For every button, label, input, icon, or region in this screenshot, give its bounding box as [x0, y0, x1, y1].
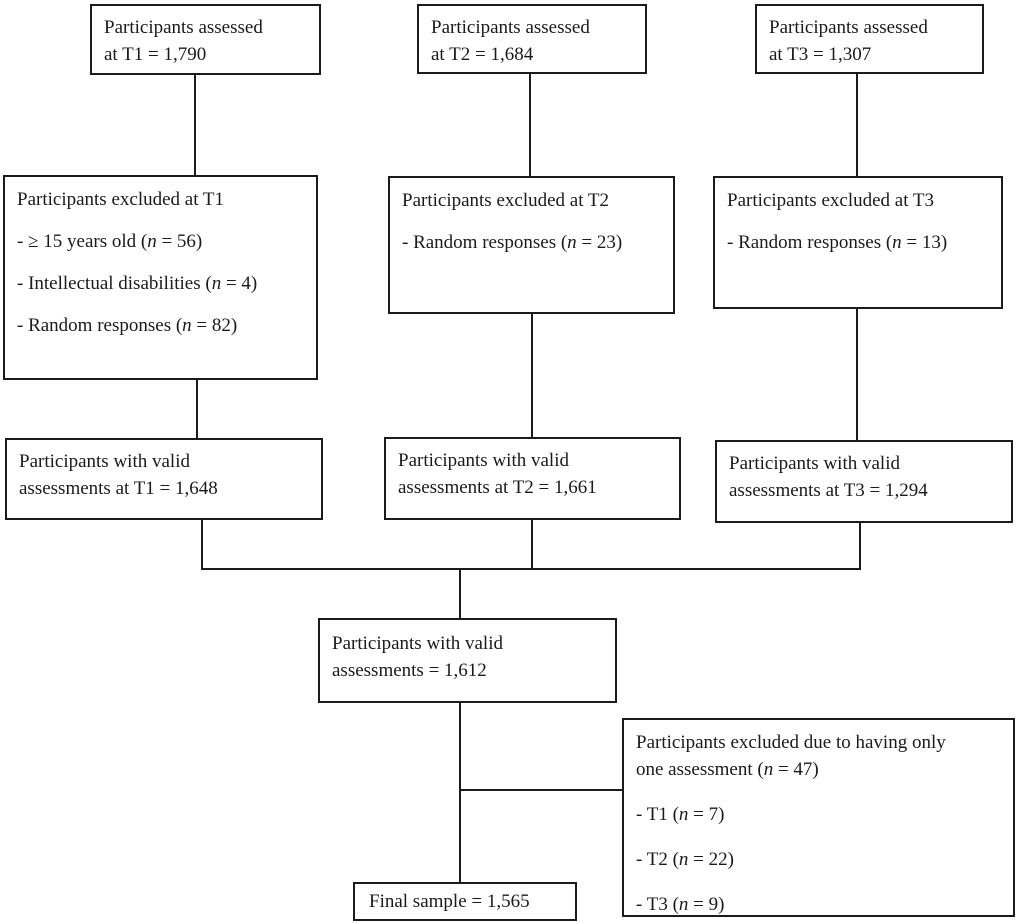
box-excluded-t1: Participants excluded at T1 - ≥ 15 years…	[3, 175, 318, 380]
box-valid-t1: Participants with valid assessments at T…	[5, 438, 323, 520]
connector-valid-t1-down	[201, 519, 203, 570]
assessed-t2-line1: Participants assessed	[431, 17, 590, 38]
box-excluded-t2: Participants excluded at T2 - Random res…	[388, 176, 675, 314]
excluded-t3-title: Participants excluded at T3	[727, 190, 935, 211]
item-n-symbol: n	[147, 231, 157, 252]
valid-t2-line1: Participants with valid	[398, 450, 569, 471]
box-excluded-single-assessment: Participants excluded due to having only…	[622, 718, 1015, 917]
title-n-symbol: n	[763, 759, 774, 780]
single-assessment-title-line1: Participants excluded due to having only	[636, 732, 946, 753]
single-assessment-item-t3: - T3 (n = 9)	[636, 891, 1001, 918]
item-text-pre: - Random responses (	[402, 232, 568, 253]
item-text-post: = 13)	[901, 232, 948, 253]
item-text-post: = 4)	[221, 273, 258, 294]
title-text-post: = 47)	[773, 759, 819, 780]
item-text-post: = 7)	[688, 804, 725, 825]
item-n-symbol: n	[678, 804, 689, 825]
item-text-pre: - ≥ 15 years old (	[17, 231, 148, 252]
single-assessment-item-t2: - T2 (n = 22)	[636, 846, 1001, 873]
item-n-symbol: n	[211, 273, 222, 294]
connector-excluded-t2-to-valid-t2	[531, 313, 533, 438]
connector-excluded-t3-to-valid-t3	[856, 308, 858, 441]
box-assessed-t2: Participants assessed at T2 = 1,684	[417, 4, 647, 74]
connector-assessed-t2-to-excluded-t2	[529, 73, 531, 177]
item-text-pre: - Random responses (	[17, 315, 183, 336]
connector-valid-t2-down	[531, 519, 533, 570]
box-valid-t2: Participants with valid assessments at T…	[384, 437, 681, 520]
assessed-t3-line2: at T3 = 1,307	[769, 44, 872, 65]
box-assessed-t1: Participants assessed at T1 = 1,790	[90, 4, 321, 75]
excluded-t2-item-random: - Random responses (n = 23)	[402, 229, 661, 256]
connector-join-horizontal	[201, 568, 861, 570]
connector-branch-to-single-assessment	[459, 789, 623, 791]
box-excluded-t3: Participants excluded at T3 - Random res…	[713, 176, 1003, 309]
item-n-symbol: n	[678, 894, 689, 915]
box-final-sample: Final sample = 1,565	[353, 882, 577, 921]
single-assessment-title-line2: one assessment (n = 47)	[636, 756, 1001, 783]
assessed-t1-line1: Participants assessed	[104, 17, 263, 38]
single-assessment-item-t1: - T1 (n = 7)	[636, 801, 1001, 828]
valid-t3-line2: assessments at T3 = 1,294	[729, 480, 928, 501]
box-valid-merged: Participants with valid assessments = 1,…	[318, 618, 617, 703]
item-text-pre: - T1 (	[636, 804, 679, 825]
assessed-t1-line2: at T1 = 1,790	[104, 44, 207, 65]
item-text-pre: - T3 (	[636, 894, 679, 915]
assessed-t2-line2: at T2 = 1,684	[431, 44, 534, 65]
item-n-symbol: n	[567, 232, 577, 253]
item-text-pre: - T2 (	[636, 849, 679, 870]
excluded-t1-item-age: - ≥ 15 years old (n = 56)	[17, 228, 304, 255]
item-text-pre: - Random responses (	[727, 232, 893, 253]
item-n-symbol: n	[678, 849, 689, 870]
connector-valid-t3-down	[859, 522, 861, 570]
box-assessed-t3: Participants assessed at T3 = 1,307	[755, 4, 984, 74]
item-n-symbol: n	[892, 232, 902, 253]
excluded-t1-item-disabilities: - Intellectual disabilities (n = 4)	[17, 270, 304, 297]
item-text-post: = 56)	[156, 231, 203, 252]
item-n-symbol: n	[182, 315, 192, 336]
excluded-t2-title: Participants excluded at T2	[402, 190, 610, 211]
valid-merged-line2: assessments = 1,612	[332, 660, 487, 681]
valid-t3-line1: Participants with valid	[729, 453, 900, 474]
connector-assessed-t3-to-excluded-t3	[856, 73, 858, 177]
excluded-t1-item-random: - Random responses (n = 82)	[17, 312, 304, 339]
item-text-post: = 22)	[688, 849, 734, 870]
item-text-post: = 9)	[688, 894, 725, 915]
valid-t1-line2: assessments at T1 = 1,648	[19, 478, 218, 499]
valid-t1-line1: Participants with valid	[19, 451, 190, 472]
title-text-pre: one assessment (	[636, 759, 764, 780]
box-valid-t3: Participants with valid assessments at T…	[715, 440, 1013, 523]
connector-merged-to-final	[459, 702, 461, 883]
item-text-pre: - Intellectual disabilities (	[17, 273, 212, 294]
connector-join-to-merged	[459, 568, 461, 619]
excluded-t3-item-random: - Random responses (n = 13)	[727, 229, 989, 256]
item-text-post: = 23)	[576, 232, 623, 253]
assessed-t3-line1: Participants assessed	[769, 17, 928, 38]
item-text-post: = 82)	[191, 315, 238, 336]
valid-merged-line1: Participants with valid	[332, 633, 503, 654]
excluded-t1-title: Participants excluded at T1	[17, 189, 225, 210]
connector-excluded-t1-to-valid-t1	[196, 379, 198, 439]
valid-t2-line2: assessments at T2 = 1,661	[398, 477, 597, 498]
connector-assessed-t1-to-excluded-t1	[194, 74, 196, 175]
final-sample-label: Final sample = 1,565	[369, 891, 530, 912]
